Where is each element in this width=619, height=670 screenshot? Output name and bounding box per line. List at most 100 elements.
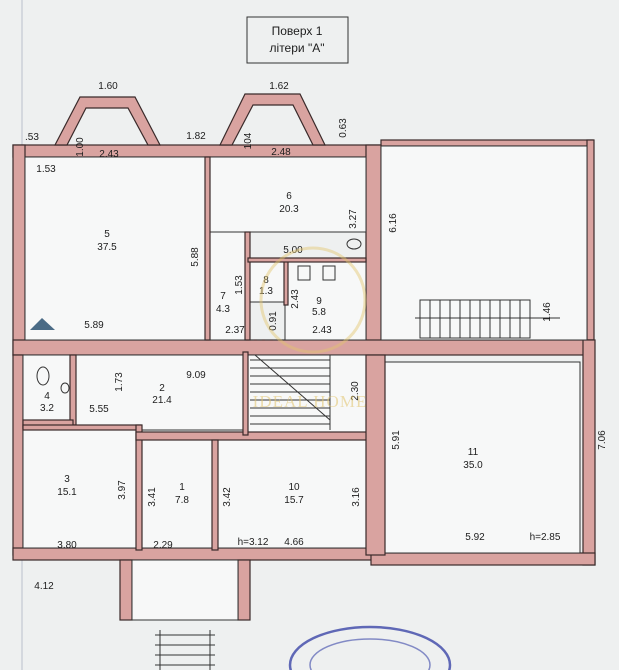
room-8-area: 1.3 [259,286,273,297]
dim-room11-bottom: 5.92 [465,532,485,543]
wall-2-bottom [135,431,369,441]
watermark: IDEAL HOME [253,246,368,411]
room-10-area: 15.7 [284,495,304,506]
dim-room5-height: 5.88 [190,247,201,267]
wall-3-1 [135,424,143,551]
wall-1-10 [211,439,219,551]
dim-room10-side-right: 3.16 [351,487,362,507]
room-1-number: 1 [179,482,185,493]
dim-between-bays: 1.82 [186,131,206,142]
room-10-number: 10 [288,482,300,493]
floor-room-5 [24,156,209,341]
dim-room9-top: 5.00 [283,245,303,256]
wall-8-9 [283,259,289,306]
room-7-area: 4.3 [216,304,230,315]
bay-window-right [219,93,326,146]
wall-3-top [22,424,142,431]
wall-7-8 [244,231,251,341]
wall-bottom-right [370,552,596,566]
dim-room10-side-left: 3.42 [222,487,233,507]
dim-room10-bottom: 4.66 [284,537,304,548]
toilet-icon [297,265,311,281]
dim-room8-side: 1.53 [234,275,245,295]
room-4-number: 4 [44,391,50,402]
dim-room3-bottom: 3.80 [57,540,77,551]
floor-room-2 [72,354,249,431]
wall-top-right [380,139,594,147]
floor-room-4 [22,354,74,421]
porch-left [119,559,133,621]
floor-room-3 [22,427,137,549]
wall-6-8 [247,257,367,263]
stairs-right [415,299,560,339]
dim-bay-right-side-r: 0.63 [338,118,349,138]
pipe-icon [30,318,55,330]
room-11-number: 11 [468,447,479,458]
toilet-icon-2 [36,366,50,386]
floor-room-10 [217,439,367,549]
dim-bay-right-top: 1.62 [269,81,289,92]
wall-mid-vertical [365,144,382,366]
dim-room3-side: 3.97 [117,480,128,500]
wall-right-lower [582,339,596,566]
room-3-area: 15.1 [57,487,77,498]
floor-room-1 [141,439,213,549]
dim-bay-right-side-l: 104 [243,132,254,149]
title-line-1: Поверх 1 [272,24,323,38]
floors [22,145,588,621]
wall-10-11 [365,354,386,556]
room-2-number: 2 [159,383,165,394]
bay-window-left [54,96,161,146]
stairs-porch [155,630,215,670]
floor-room-11 [384,361,581,554]
dim-stair-length: 1.46 [542,302,553,322]
floor-porch [131,559,239,621]
floor-room-6 [207,156,367,233]
room-4-area: 3.2 [40,403,54,414]
room-11-area: 35.0 [463,460,483,471]
wall-4-2 [69,354,77,426]
dim-height-left: h=3.12 [238,537,269,548]
interior-walls [22,156,386,556]
wall-left-lower [12,354,24,556]
watermark-text: IDEAL HOME [253,392,368,411]
wall-top-upper [12,144,382,158]
dim-left-edge: .53 [25,132,39,143]
room-1-area: 7.8 [175,495,189,506]
watermark-emblem-icon [259,246,367,354]
dim-room6-top: 2.48 [271,147,291,158]
dim-room9-bottom: 2.43 [312,325,332,336]
dim-room9-side: 2.43 [290,289,301,309]
room-5-number: 5 [104,229,110,240]
porch-right [237,559,251,621]
room-5-area: 37.5 [97,242,117,253]
room-6-number: 6 [286,191,292,202]
title-line-2: літери "А" [270,41,325,55]
room-9-number: 9 [316,296,322,307]
wall-5-6 [204,156,211,341]
wall-left-upper [12,144,26,356]
dim-room11-side: 5.91 [391,430,402,450]
room-9-area: 5.8 [312,307,326,318]
dim-bay-left-top: 1.60 [98,81,118,92]
dim-room1-bottom: 2.29 [153,540,173,551]
dim-room5-top: 2.43 [99,149,119,160]
stairs-central [250,354,331,430]
wall-stair-left [242,351,249,436]
room-7-number: 7 [220,291,226,302]
official-stamp [288,625,452,670]
title-box: Поверх 1 літери "А" [246,16,349,64]
dim-bay-left-side: 1.00 [75,137,86,157]
wall-mid-horizontal [12,339,594,356]
dimension-labels: 1.60 1.62 .53 1.82 2.43 2.48 1.53 5.00 5… [25,81,608,592]
dim-room1-side-left: 3.41 [147,487,158,507]
dim-room6-right: 3.27 [348,209,359,229]
dim-room2-side: 1.73 [114,372,125,392]
dim-right-block-side: 6.16 [388,213,399,233]
dim-stair-height: 2.30 [350,381,361,401]
room-6-area: 20.3 [279,204,299,215]
sink-icon-2 [322,265,336,281]
wall-right-upper [586,139,595,341]
fixtures [30,238,362,394]
